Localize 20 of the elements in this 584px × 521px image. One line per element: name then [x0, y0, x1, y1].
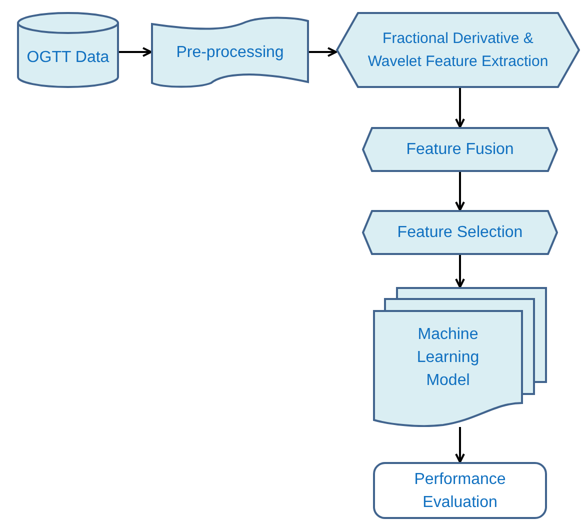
node-label: Machine Learning Model — [416, 324, 480, 390]
arrow — [455, 255, 465, 288]
arrow — [119, 47, 152, 57]
node-label: Feature Selection — [396, 223, 524, 243]
arrow — [455, 427, 465, 463]
tape-shape — [151, 16, 309, 88]
multi-document-shape — [373, 287, 547, 427]
hexagon-box — [336, 12, 580, 88]
database-cylinder — [17, 12, 119, 88]
rounded-box — [373, 462, 547, 519]
node-label: Pre-processing — [175, 42, 285, 62]
node-label: Performance Evaluation — [413, 470, 507, 512]
node-label: Fractional Derivative & Wavelet Feature Extraction — [366, 29, 550, 72]
arrow — [309, 47, 337, 57]
hexagon-box — [362, 210, 558, 255]
arrow — [455, 172, 465, 211]
node-label: OGTT Data — [26, 48, 110, 68]
hexagon-box — [362, 127, 558, 172]
node-label: Feature Fusion — [405, 140, 515, 160]
arrow — [455, 88, 465, 128]
